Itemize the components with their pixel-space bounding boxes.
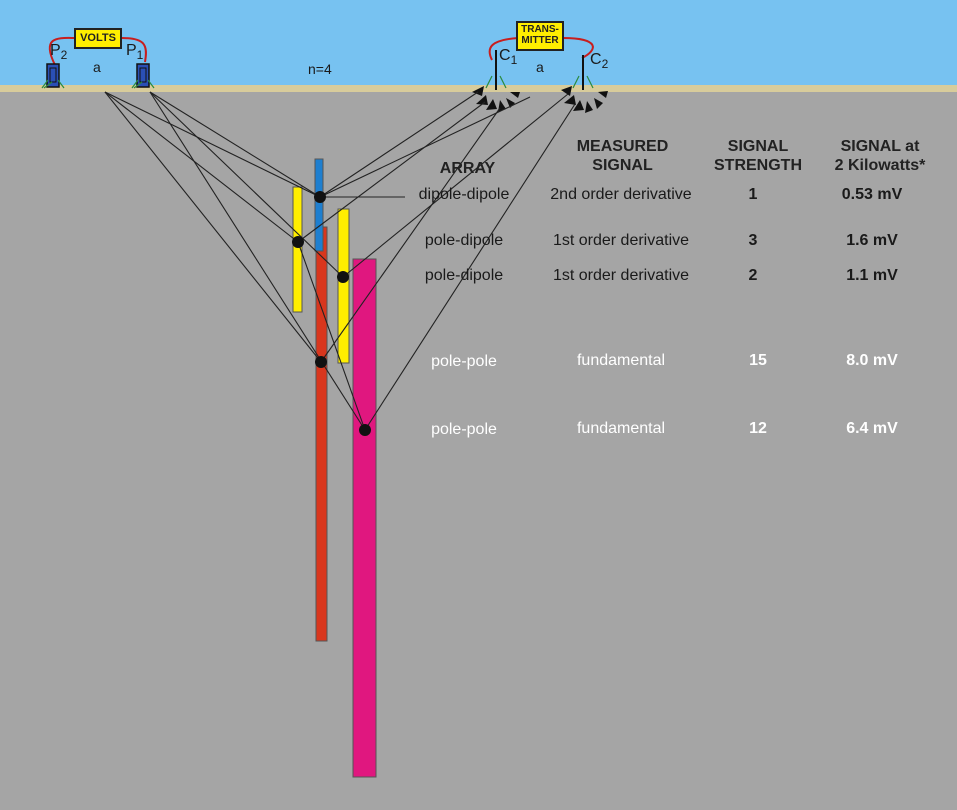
volts-label: VOLTS [80, 32, 116, 44]
row-2-value: 1.6 mV [846, 232, 898, 249]
transmitter-label-line1: TRANS- [521, 24, 559, 35]
header-array: ARRAY [439, 160, 496, 177]
ground-surface [0, 85, 957, 92]
body-red [315, 226, 328, 642]
c1-label: C1 [499, 47, 518, 68]
volts-box: VOLTS [74, 28, 122, 49]
ray-lines [104, 91, 576, 431]
c2-current-arrows [561, 86, 608, 113]
point-pole-pole-2 [359, 424, 371, 436]
point-pole-dipole-2 [337, 271, 349, 283]
p1-label: P1 [126, 42, 144, 63]
row-1-signal: 2nd order derivative [550, 186, 692, 203]
row-4-value: 8.0 mV [846, 352, 898, 369]
spacing-a-right: a [536, 59, 544, 75]
row-4-strength: 15 [749, 352, 767, 369]
measurement-points [292, 191, 371, 436]
header-measured-signal: MEASURED SIGNAL [576, 138, 669, 174]
c2-subscript: 2 [601, 57, 609, 72]
body-magenta [352, 258, 377, 778]
row-1-strength: 1 [748, 186, 758, 203]
header-signal-power: SIGNAL at 2 Kilowatts* [834, 138, 926, 174]
row-3-value: 1.1 mV [846, 267, 898, 284]
row-2-array: pole-dipole [424, 232, 504, 249]
transmitter-label-line2: MITTER [521, 35, 559, 46]
body-yellow-left [292, 186, 303, 313]
spacing-a-left: a [93, 59, 101, 75]
p2-electrode [41, 63, 65, 89]
p1-electrode [131, 63, 155, 89]
ground [0, 88, 957, 810]
row-3-signal: 1st order derivative [552, 267, 690, 284]
p2-label: P2 [50, 42, 68, 63]
sky [0, 0, 957, 88]
header-signal-strength: SIGNAL STRENGTH [714, 138, 802, 174]
row-5-signal: fundamental [576, 420, 666, 437]
point-pole-pole-1 [315, 356, 327, 368]
row-2-signal: 1st order derivative [552, 232, 690, 249]
transmitter-wire-left [488, 37, 519, 61]
transmitter-wire-right [562, 37, 594, 59]
receiver-wire-right [121, 37, 147, 63]
row-3-strength: 2 [748, 267, 758, 284]
body-blue [314, 158, 324, 252]
c2-electrode [572, 55, 594, 90]
point-pole-dipole-1 [292, 236, 304, 248]
row-2-strength: 3 [748, 232, 758, 249]
row-5-array: pole-pole [431, 421, 497, 438]
row-4-signal: fundamental [576, 352, 666, 369]
row-5-strength: 12 [749, 420, 767, 437]
c2-label: C2 [590, 51, 609, 72]
n-value-label: n=4 [308, 61, 332, 77]
row-1-value: 0.53 mV [841, 186, 903, 203]
point-dipole-dipole [314, 191, 326, 203]
c1-electrode [485, 50, 507, 90]
body-yellow-right [337, 208, 350, 364]
row-4-array: pole-pole [431, 353, 497, 370]
row-5-value: 6.4 mV [846, 420, 898, 437]
p2-subscript: 2 [60, 48, 68, 63]
receiver-wire [48, 36, 77, 66]
row-1-array: dipole-dipole [418, 186, 510, 203]
p1-subscript: 1 [136, 48, 144, 63]
c1-subscript: 1 [510, 53, 518, 68]
row-3-array: pole-dipole [424, 267, 504, 284]
transmitter-box: TRANS- MITTER [516, 21, 564, 51]
